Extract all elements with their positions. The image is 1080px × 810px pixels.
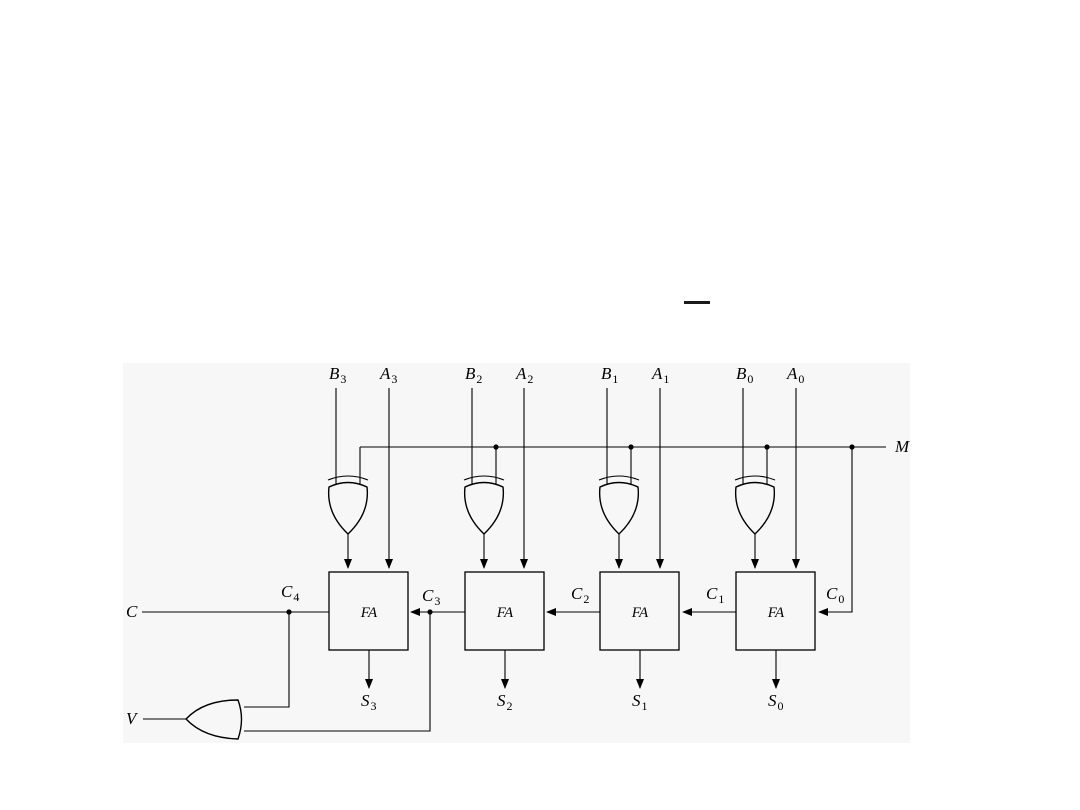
stage-1 — [598, 388, 680, 689]
junction-dot — [628, 444, 634, 450]
label-c3: C3 — [422, 586, 440, 608]
xor2-back-arc — [463, 475, 505, 481]
c3-to-xor-wire — [244, 612, 431, 732]
label-a2: A2 — [515, 364, 533, 386]
fa-label-3: FA — [360, 605, 378, 621]
xor1-back-arc — [598, 475, 640, 481]
fa-label-1: FA — [631, 605, 649, 621]
full-adder-0 — [735, 571, 816, 651]
mode-line — [360, 444, 886, 616]
stage-3 — [327, 388, 409, 689]
c4-to-xor-wire — [244, 612, 290, 708]
label-c1: C1 — [706, 584, 724, 606]
xor0-back-arc — [734, 475, 776, 481]
xor-gate-3 — [327, 481, 369, 535]
carry-chain — [142, 608, 736, 616]
label-s1: S1 — [632, 691, 648, 713]
fa-label-0: FA — [767, 605, 785, 621]
label-a0: A0 — [786, 364, 804, 386]
stage-0 — [734, 388, 816, 689]
label-b3: B3 — [329, 364, 346, 386]
xor-gate-0 — [734, 481, 776, 535]
label-m: M — [894, 437, 910, 456]
label-c0: C0 — [826, 584, 844, 606]
xor-gate-1 — [598, 481, 640, 535]
title-placeholder-dash — [684, 301, 710, 304]
xor3-back-arc — [327, 475, 369, 481]
full-adder-2 — [464, 571, 545, 651]
label-s0: S0 — [768, 691, 784, 713]
label-c2: C2 — [571, 584, 589, 606]
label-a3: A3 — [379, 364, 397, 386]
c0-input-wire — [818, 447, 853, 616]
fa-label-2: FA — [496, 605, 514, 621]
xor-gate-overflow — [185, 699, 243, 740]
label-s3: S3 — [361, 691, 377, 713]
label-b2: B2 — [465, 364, 482, 386]
junction-dot — [493, 444, 499, 450]
full-adder-3 — [328, 571, 409, 651]
label-c: C — [126, 602, 138, 621]
junction-dot — [764, 444, 770, 450]
label-a1: A1 — [651, 364, 669, 386]
stage-2 — [463, 388, 545, 689]
label-s2: S2 — [497, 691, 513, 713]
label-b1: B1 — [601, 364, 618, 386]
label-b0: B0 — [736, 364, 753, 386]
label-v: V — [126, 709, 139, 728]
xor-gate-2 — [463, 481, 505, 535]
label-c4: C4 — [281, 582, 299, 604]
overflow-logic — [143, 612, 431, 740]
